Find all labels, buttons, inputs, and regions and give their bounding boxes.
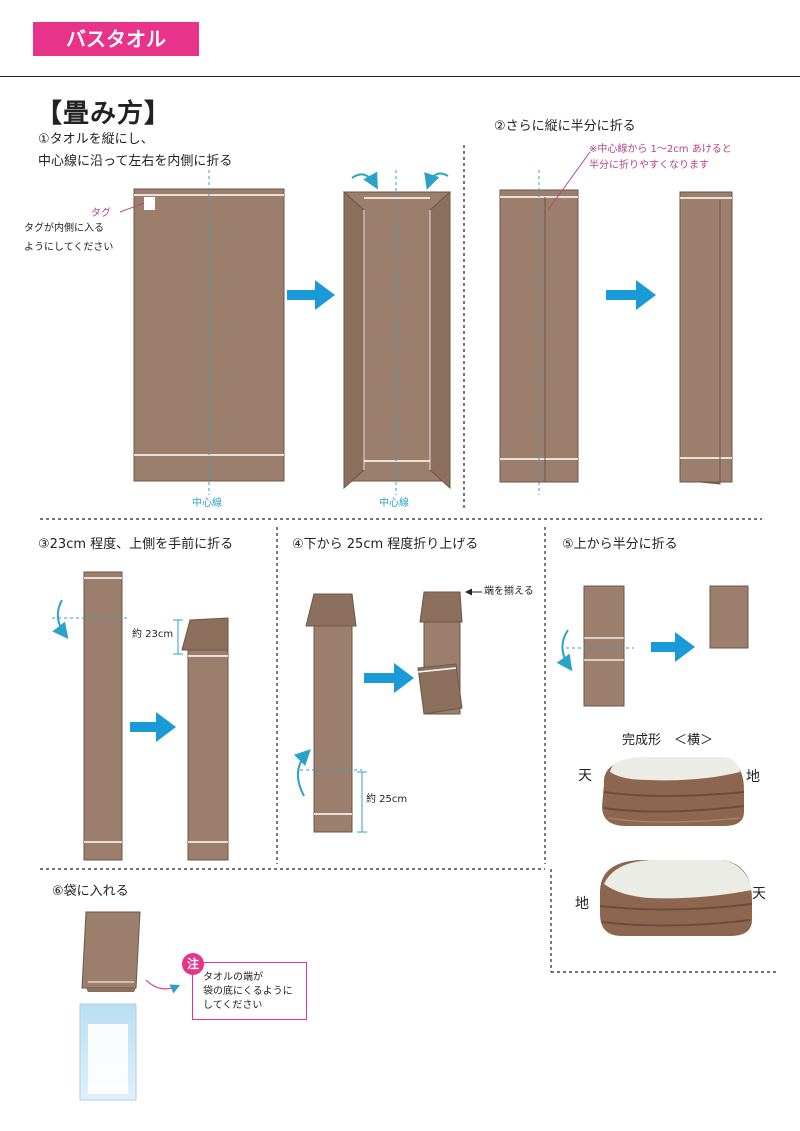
step5-towel (556, 585, 634, 707)
fold-arrow-icon (424, 172, 449, 190)
tag-label: タグ (91, 208, 111, 219)
step4-towel-folded (417, 588, 482, 715)
step4-measure: 約 25cm (366, 794, 408, 805)
photo1-left-label: 天 (578, 768, 592, 784)
note-line2: 袋の底にくるように (203, 986, 293, 997)
step3-label: ③23cm 程度、上側を手前に折る (38, 537, 234, 552)
fold-arrow-icon (351, 171, 378, 190)
step5-label: ⑤上から半分に折る (562, 537, 678, 552)
bag-note: タオルの端が 袋の底にくるように してください (192, 962, 307, 1020)
centerline-label-a: 中心線 (192, 498, 222, 509)
arrow-right-icon (606, 280, 656, 310)
category-label: バスタオル (33, 22, 199, 56)
plastic-bag (79, 1003, 137, 1101)
step3-towel-folded (173, 617, 229, 861)
fold-arrow-icon (52, 599, 69, 640)
step4-align-note: 端を揃える (484, 586, 534, 597)
tag-icon (144, 197, 155, 210)
step2-folded-towel (679, 191, 733, 485)
finished-title: 完成形 ＜横＞ (622, 733, 714, 748)
note-pointer (145, 979, 181, 994)
progress-arrows (130, 280, 695, 742)
step4-label: ④下から 25cm 程度折り上げる (292, 537, 479, 552)
step2-label: ②さらに縦に半分に折る (494, 119, 636, 134)
photo2-left-label: 地 (575, 896, 589, 912)
photo2-right-label: 天 (752, 886, 766, 902)
centerline-label-b: 中心線 (379, 498, 409, 509)
tag-note-line2: ようにしてください (24, 242, 114, 253)
step2-note-line1: ※中心線から 1〜2cm あけると (589, 144, 732, 155)
section-dividers (40, 145, 776, 973)
arrow-right-icon (130, 712, 176, 742)
step1-line2: 中心線に沿って左右を内側に折る (38, 154, 233, 169)
note-line3: してください (203, 1000, 263, 1011)
note-line1: タオルの端が (203, 972, 263, 983)
step2-note-line2: 半分に折りやすくなります (589, 160, 709, 171)
step3-towel-long (52, 571, 130, 861)
step3-measure: 約 23cm (132, 629, 174, 640)
step6-label: ⑥袋に入れる (52, 884, 129, 899)
arrow-right-icon (287, 280, 335, 310)
step2-towel (499, 151, 591, 495)
step1-towel (119, 170, 285, 495)
header-divider (0, 76, 800, 77)
photo1-right-label: 地 (746, 769, 760, 785)
finished-towel-photo-2 (599, 860, 753, 936)
step4-towel-long (293, 593, 367, 833)
caution-badge: 注 (182, 953, 204, 975)
finished-towel-photo-1 (602, 757, 745, 826)
section-title: 【畳み方】 (36, 99, 172, 129)
tag-note-line1: タグが内側に入る (24, 223, 104, 234)
step1-line1: ①タオルを縦にし、 (38, 132, 154, 147)
step6-towel (81, 911, 141, 992)
step1-folded-towel (343, 170, 451, 495)
arrow-right-icon (364, 663, 414, 693)
arrow-right-icon (651, 632, 695, 662)
fold-arrow-icon (293, 749, 311, 797)
fold-arrow-icon (556, 629, 573, 672)
step5-towel-folded (709, 585, 749, 649)
